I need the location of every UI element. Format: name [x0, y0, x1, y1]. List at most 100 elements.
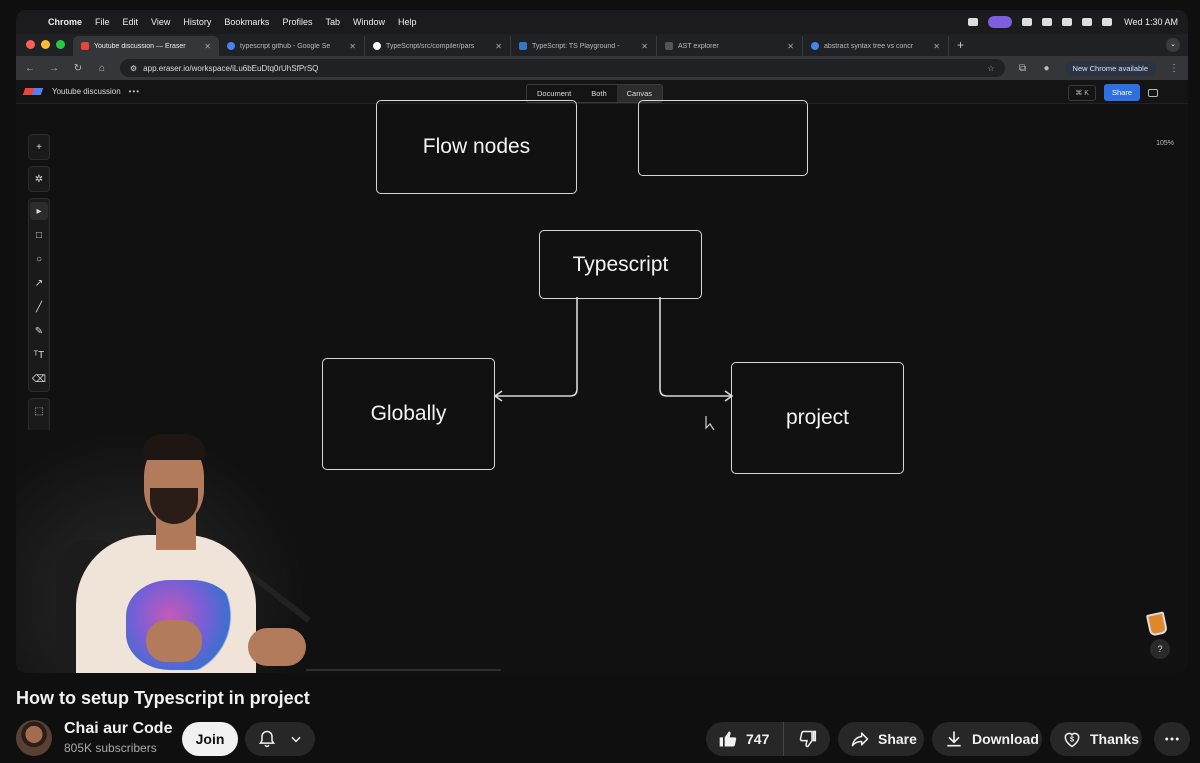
menu-history[interactable]: History [183, 17, 212, 27]
dislike-button[interactable] [784, 729, 830, 749]
arrow-tool-icon[interactable]: ↗ [34, 277, 44, 289]
thanks-button[interactable]: $ Thanks [1050, 722, 1142, 756]
browser-tab-ast-search[interactable]: abstract syntax tree vs concr ✕ [803, 36, 949, 56]
tab-label: TypeScript/src/compiler/pars [386, 42, 475, 50]
bookmark-star-icon[interactable]: ☆ [987, 63, 995, 73]
menu-view[interactable]: View [151, 17, 171, 27]
tab-close-icon[interactable]: ✕ [204, 41, 211, 51]
menu-edit[interactable]: Edit [122, 17, 139, 27]
select-pointer-icon[interactable]: ▸ [30, 202, 48, 220]
bell-icon [258, 730, 276, 748]
more-options-icon[interactable]: ••• [128, 87, 141, 96]
menubar-clock[interactable]: Wed 1:30 AM [1124, 17, 1178, 27]
browser-tab-ts-playground[interactable]: TypeScript: TS Playground - ✕ [511, 36, 657, 56]
menu-profiles[interactable]: Profiles [282, 17, 313, 27]
close-window-icon[interactable] [26, 40, 35, 49]
zoom-window-icon[interactable] [56, 40, 65, 49]
view-canvas-tab[interactable]: Canvas [616, 85, 663, 102]
record-icon[interactable] [968, 18, 979, 26]
menu-file[interactable]: File [95, 17, 110, 27]
bluetooth-icon[interactable] [1062, 18, 1073, 26]
line-tool-icon[interactable]: ╱ [35, 301, 43, 313]
battery-icon[interactable] [1042, 18, 1053, 26]
forward-icon[interactable]: → [49, 62, 59, 74]
video-actions-row: Chai aur Code 805K subscribers Join 747 … [16, 720, 1190, 756]
comment-icon[interactable] [1148, 88, 1158, 97]
download-button[interactable]: Download [932, 722, 1042, 756]
node-flow-nodes[interactable]: Flow nodes [376, 100, 577, 194]
svg-text:$: $ [1070, 735, 1075, 744]
text-tool-icon[interactable]: ᵀT [33, 349, 45, 361]
pen-tool-icon[interactable]: ✎ [34, 325, 44, 337]
tab-label: typescript github - Google Se [240, 42, 331, 50]
presenter-webcam [16, 430, 311, 673]
browser-tab-eraser[interactable]: Youtube discussion — Eraser ✕ [73, 36, 219, 56]
eraser-tool-icon[interactable]: ⌫ [31, 373, 47, 385]
menu-window[interactable]: Window [352, 17, 385, 27]
address-bar[interactable]: ⚙ app.eraser.io/workspace/iLu6bEuDtq0rUh… [120, 59, 1005, 77]
connector-typescript-project [659, 297, 732, 397]
back-icon[interactable]: ← [25, 62, 35, 74]
presenter-hand [248, 628, 306, 666]
download-icon [947, 731, 961, 747]
browser-tab-ast-explorer[interactable]: AST explorer ✕ [657, 36, 803, 56]
tab-label: abstract syntax tree vs concr [824, 42, 914, 50]
heart-dollar-icon: $ [1064, 732, 1080, 748]
profile-icon[interactable]: ● [1043, 62, 1050, 74]
share-button[interactable]: Share [838, 722, 924, 756]
home-icon[interactable]: ⌂ [98, 62, 106, 74]
node-blank[interactable] [638, 100, 808, 176]
tab-close-icon[interactable]: ✕ [641, 41, 648, 51]
menu-tab[interactable]: Tab [325, 17, 340, 27]
node-project[interactable]: project [731, 362, 904, 474]
tab-close-icon[interactable]: ✕ [787, 41, 794, 51]
view-both-tab[interactable]: Both [591, 89, 607, 98]
video-player[interactable]: Chrome File Edit View History Bookmarks … [16, 10, 1188, 673]
ellipse-tool-icon[interactable]: ○ [35, 253, 43, 265]
new-tab-icon[interactable]: + [957, 38, 965, 52]
like-button[interactable]: 747 [706, 722, 785, 756]
node-typescript[interactable]: Typescript [539, 230, 702, 299]
tab-close-icon[interactable]: ✕ [349, 41, 356, 51]
browser-tab-github[interactable]: TypeScript/src/compiler/pars ✕ [365, 36, 511, 56]
eraser-logo-icon[interactable] [22, 88, 44, 95]
channel-avatar[interactable] [16, 720, 52, 756]
subscriber-count: 805K subscribers [64, 741, 157, 755]
join-button[interactable]: Join [182, 722, 238, 756]
site-info-icon[interactable]: ⚙ [130, 63, 138, 73]
doc-title[interactable]: Youtube discussion [52, 87, 121, 96]
add-icon[interactable]: + [36, 141, 42, 153]
frame-tool-icon[interactable]: ⬚ [34, 405, 44, 417]
tab-close-icon[interactable]: ✕ [495, 41, 502, 51]
chevron-down-icon[interactable]: ⌄ [1166, 38, 1180, 52]
more-horizontal-icon [1165, 737, 1179, 741]
browser-tab-google[interactable]: typescript github - Google Se ✕ [219, 36, 365, 56]
more-actions-button[interactable] [1154, 722, 1190, 756]
control-center-icon[interactable] [1102, 18, 1113, 26]
eraser-share-button[interactable]: Share [1103, 84, 1140, 101]
menu-help[interactable]: Help [397, 17, 417, 27]
tab-close-icon[interactable]: ✕ [933, 41, 940, 51]
view-document-tab[interactable]: Document [537, 89, 572, 98]
channel-name[interactable]: Chai aur Code [64, 720, 173, 737]
menu-app[interactable]: Chrome [48, 17, 83, 27]
zoom-level[interactable]: 105% [1156, 140, 1174, 147]
ts-favicon-icon [519, 42, 527, 50]
screen-record-icon[interactable] [988, 16, 1013, 28]
menu-bookmarks[interactable]: Bookmarks [224, 17, 270, 27]
extensions-icon[interactable]: ⧉ [1018, 62, 1027, 74]
help-button[interactable]: ? [1150, 639, 1170, 659]
rectangle-tool-icon[interactable]: □ [35, 229, 43, 241]
diagram-connectors [493, 297, 734, 431]
reload-icon[interactable]: ↻ [73, 62, 83, 74]
command-palette-button[interactable]: ⌘ K [1068, 84, 1096, 101]
notifications-button[interactable] [245, 722, 315, 756]
new-chrome-available-button[interactable]: New Chrome available [1064, 60, 1156, 76]
wifi-icon[interactable] [1082, 18, 1093, 26]
minimize-window-icon[interactable] [41, 40, 50, 49]
node-globally[interactable]: Globally [322, 358, 495, 470]
chrome-menu-icon[interactable]: ⋮ [1169, 62, 1179, 74]
ai-magic-icon[interactable]: ✲ [34, 173, 44, 185]
presenter-hand [146, 620, 202, 662]
shield-icon[interactable] [1022, 18, 1033, 26]
